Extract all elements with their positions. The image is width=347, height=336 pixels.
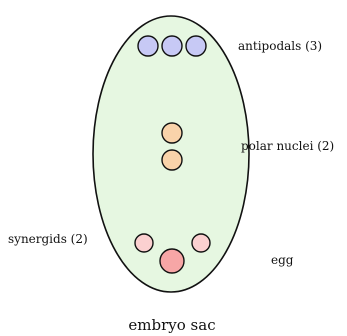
antipodal-cell xyxy=(162,36,182,56)
egg-label: egg xyxy=(271,253,294,267)
synergids-label: synergids (2) xyxy=(8,232,88,246)
egg-cell xyxy=(160,249,184,273)
synergid-cell xyxy=(192,234,210,252)
polar-nuclei-label: polar nuclei (2) xyxy=(241,139,334,153)
polar-nucleus xyxy=(162,123,182,143)
diagram-caption: embryo sac xyxy=(128,316,215,334)
synergid-cell xyxy=(135,234,153,252)
polar-nucleus xyxy=(162,150,182,170)
antipodals-label: antipodals (3) xyxy=(238,39,322,53)
antipodal-cell xyxy=(138,36,158,56)
antipodal-cell xyxy=(186,36,206,56)
